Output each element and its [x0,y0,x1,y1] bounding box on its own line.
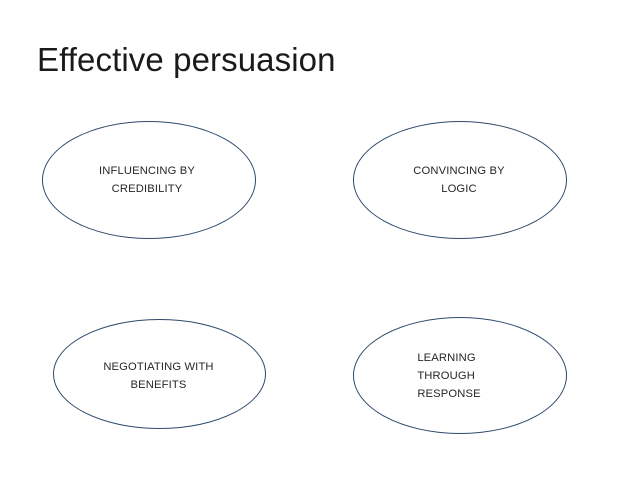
shape-label: NEGOTIATING WITH BENEFITS [103,361,214,391]
shape-influencing-by-credibility[interactable]: INFLUENCING BY CREDIBILITY [42,121,256,239]
shape-convincing-by-logic[interactable]: CONVINCING BY LOGIC [353,121,567,239]
shape-label: LEARNING THROUGH RESPONSE [417,351,481,400]
shape-label: CONVINCING BY LOGIC [413,165,505,195]
shape-label: INFLUENCING BY CREDIBILITY [99,165,195,195]
shape-negotiating-with-benefits[interactable]: NEGOTIATING WITH BENEFITS [53,319,266,429]
page-title: Effective persuasion [37,41,336,78]
shape-learning-through-response[interactable]: LEARNING THROUGH RESPONSE [353,317,567,434]
